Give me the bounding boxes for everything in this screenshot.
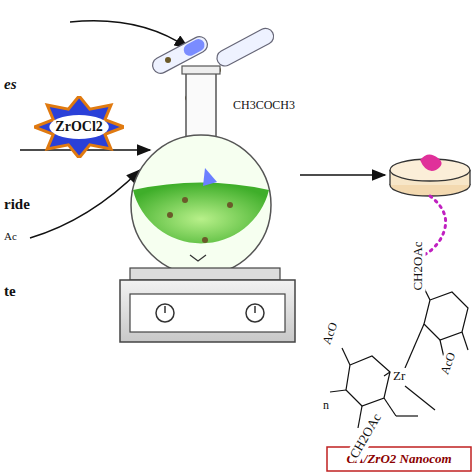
- text-label: te: [3, 283, 17, 300]
- text-label: Zr: [392, 368, 406, 384]
- text-label: es: [3, 76, 18, 93]
- text-label: n: [322, 398, 330, 413]
- formula-label: AcO: [319, 319, 342, 347]
- reagent-star: ZrOCl2: [34, 96, 124, 158]
- text-label: ride: [3, 196, 31, 213]
- node-text: ZrOCl2: [55, 119, 102, 135]
- text-label: CH3COCH3: [232, 98, 296, 113]
- formula-label: CH2OAc: [410, 240, 426, 291]
- formula-label: AcO: [437, 349, 460, 377]
- text-label: Ac: [3, 230, 18, 242]
